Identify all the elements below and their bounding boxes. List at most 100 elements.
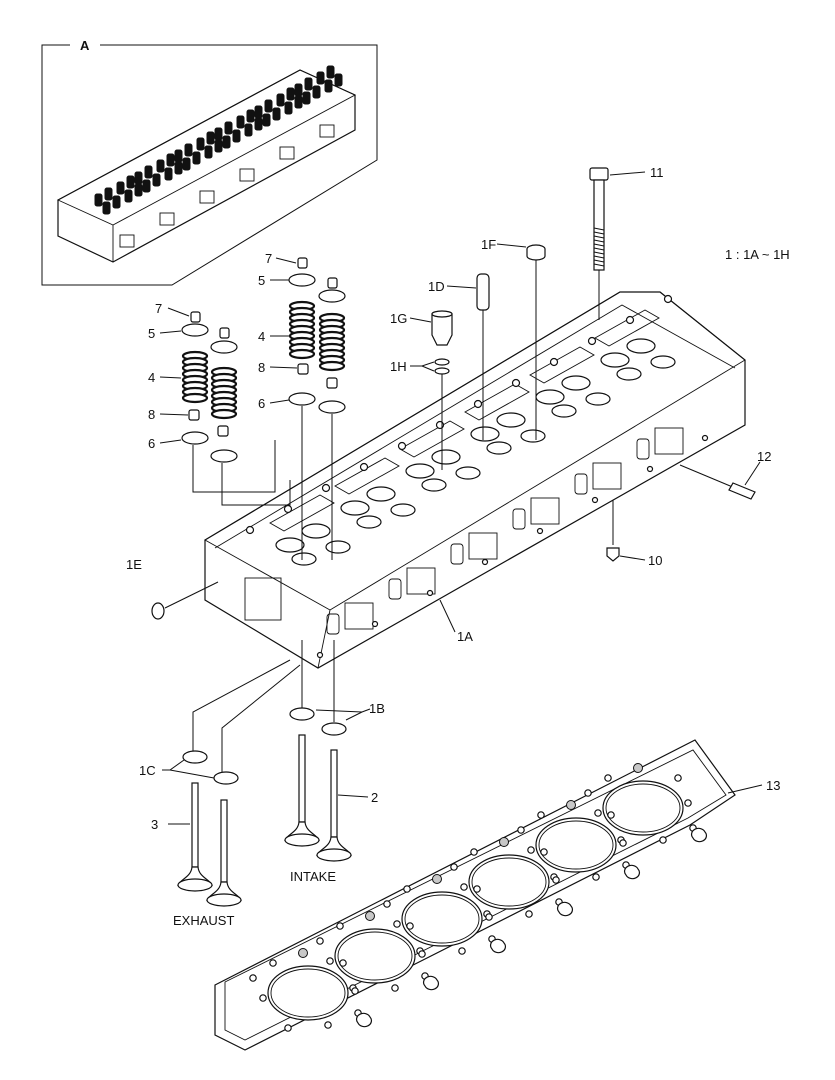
gasket-hole <box>339 959 347 967</box>
gasket-hole <box>684 799 692 807</box>
intake-label: INTAKE <box>290 869 336 884</box>
valve-face <box>206 893 242 907</box>
inset-spring <box>152 173 161 187</box>
gasket-dowel-hole <box>566 800 576 810</box>
bolt-thread <box>593 251 605 255</box>
intake-valve <box>284 734 320 847</box>
valve-stem <box>330 749 338 838</box>
inset-spring <box>142 179 151 193</box>
gasket-hole <box>517 826 525 834</box>
gasket-bore <box>401 891 483 947</box>
rocker-boss <box>399 420 465 458</box>
inset-port <box>159 212 175 226</box>
head-side-window <box>574 473 588 495</box>
inset-spring <box>192 151 201 165</box>
callout-13: 13 <box>766 778 780 793</box>
gasket-bore-ring <box>605 783 681 833</box>
inset-spring <box>144 165 153 179</box>
spring-retainer <box>210 340 238 354</box>
ratio-note: 1 : 1A ~ 1H <box>725 247 790 262</box>
gasket-hole <box>473 885 481 893</box>
callout-12: 12 <box>757 449 771 464</box>
gasket-hole <box>659 836 667 844</box>
valve-recess <box>325 540 351 554</box>
gasket-oil-passage <box>623 864 641 880</box>
inset-spring <box>126 175 135 189</box>
inset-spring <box>184 143 193 157</box>
callout-5-right: 5 <box>258 273 265 288</box>
valve-recess <box>421 478 447 492</box>
callout-2: 2 <box>371 790 378 805</box>
valve-face <box>284 833 320 847</box>
gasket-bore <box>535 817 617 873</box>
valve-face <box>316 848 352 862</box>
valve-spring <box>181 350 209 404</box>
callout-10: 10 <box>648 553 662 568</box>
inset-spring <box>312 85 321 99</box>
gasket-dowel-hole <box>633 763 643 773</box>
intake-valve <box>316 749 352 862</box>
callout-6-right: 6 <box>258 396 265 411</box>
valve-recess <box>650 355 676 369</box>
inset-spring <box>304 77 313 91</box>
valve-recess <box>585 392 611 406</box>
gasket-hole <box>391 984 399 992</box>
valve-guide-1d <box>476 273 490 440</box>
gasket-oil-passage <box>422 975 440 991</box>
spring-seat <box>217 425 229 437</box>
gasket-oil-passage <box>556 901 574 917</box>
bolt-thread <box>593 259 605 263</box>
valve-keeper <box>190 311 201 323</box>
inset-spring <box>196 137 205 151</box>
head-hole <box>397 441 407 451</box>
gasket-hole <box>450 863 458 871</box>
head-side-port <box>592 462 622 490</box>
inset-a-label: A <box>80 38 90 53</box>
inset-spring <box>124 189 133 203</box>
head-side-window <box>388 578 402 600</box>
gasket-hole <box>336 922 344 930</box>
spring-retainer <box>318 289 346 303</box>
rocker-boss <box>334 457 400 495</box>
valve-seat-insert <box>289 707 315 721</box>
head-side-port <box>344 602 374 630</box>
gasket-hole <box>406 922 414 930</box>
gasket-hole <box>674 774 682 782</box>
inset-spring <box>94 193 103 207</box>
inset-spring <box>326 65 335 79</box>
callout-1h: 1H <box>390 359 407 374</box>
bolt-thread <box>593 235 605 239</box>
head-hole <box>426 589 434 597</box>
callout-11: 11 <box>650 165 664 180</box>
valve-recess <box>496 412 526 428</box>
cylinder-head-1a <box>204 291 746 669</box>
bolt-thread <box>593 247 605 251</box>
gasket-oil-passage <box>355 1012 373 1028</box>
inset-spring <box>254 117 263 131</box>
inset-spring <box>134 183 143 197</box>
callout-1c: 1C <box>139 763 156 778</box>
gasket-hole <box>383 900 391 908</box>
callout-1a: 1A <box>457 629 473 644</box>
rocker-boss <box>269 494 335 532</box>
injector-sleeve-1f <box>526 244 546 440</box>
inset-port <box>279 146 295 160</box>
head-hole <box>245 525 255 535</box>
plug-1e <box>151 581 219 620</box>
head-hole <box>591 496 599 504</box>
inset-port <box>199 190 215 204</box>
head-gasket-13 <box>214 739 736 1051</box>
gasket-dowel-hole <box>499 837 509 847</box>
gasket-bore-ring <box>337 931 413 981</box>
spring-coil <box>210 408 238 420</box>
valve-spring <box>318 312 346 372</box>
spring-coil <box>288 348 316 360</box>
gasket-hole <box>269 959 277 967</box>
inset-spring <box>174 161 183 175</box>
valve-keeper <box>327 277 338 289</box>
inset-spring <box>204 145 213 159</box>
inset-spring <box>294 95 303 109</box>
valve-recess <box>470 426 500 442</box>
valve-seat-insert <box>213 771 239 785</box>
